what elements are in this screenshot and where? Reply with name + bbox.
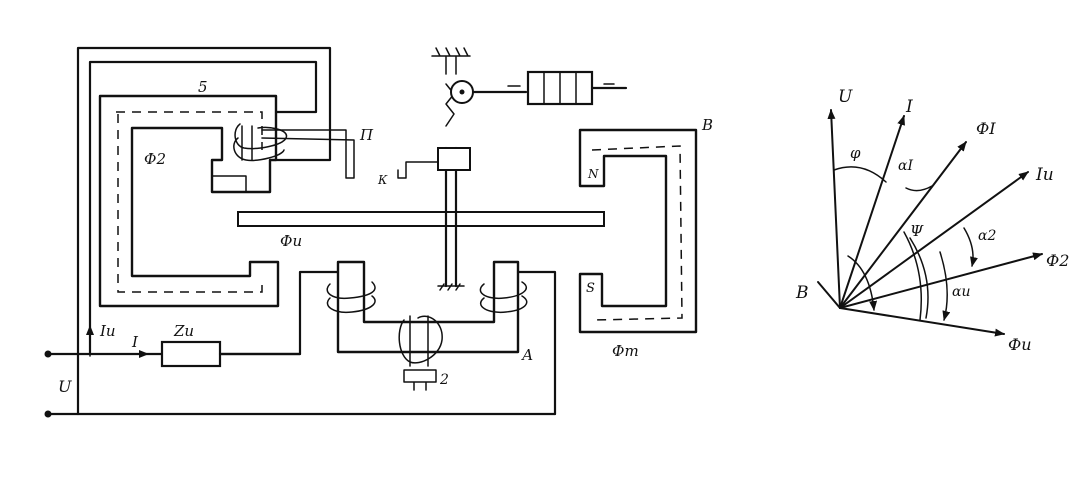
vector-b (817, 281, 841, 309)
arc-psi-2 (903, 231, 923, 321)
label-shunt-p: П (359, 126, 374, 144)
phasor-label-phi-2: Ф2 (1046, 251, 1069, 270)
arc-phi (833, 166, 887, 183)
shunt-plate (261, 129, 355, 179)
arc-alpha-u (939, 251, 951, 321)
phasor-label-phi-i: ФI (976, 119, 996, 138)
voltage-coil (233, 123, 288, 162)
label-flux-u: Фu (280, 232, 302, 250)
arc-psi (909, 237, 929, 319)
label-counter-k: К (377, 173, 388, 187)
supply-terminals (44, 345, 557, 418)
phasor-label-u: U (838, 87, 853, 107)
label-magnet-5: 5 (198, 78, 208, 96)
arc-b (847, 255, 878, 311)
series-lead (218, 270, 340, 356)
phasor-label-alpha-i: αI (898, 158, 913, 174)
circuit-diagram: U Iu I Zu 5 Ф2 Фu П К В N S А 2 Фm (44, 46, 713, 418)
phasor-diagram: U I ФI Iu Ф2 Фu В φ Ψ αI α2 αu (795, 87, 1069, 354)
voltage-winding-leads (76, 46, 332, 416)
phasor-label-i: I (905, 97, 913, 117)
electromagnet-5 (98, 94, 355, 308)
phasor-label-angle-phi: φ (850, 144, 861, 162)
label-magnet-b: В (701, 116, 713, 134)
phasor-label-i-u: Iu (1035, 165, 1054, 185)
phasor-label-angle-psi: Ψ (910, 222, 924, 240)
current-electromagnet-a (326, 260, 557, 416)
vector-phi-i (839, 141, 967, 309)
impedance-zu (160, 340, 222, 368)
label-pole-n: N (587, 167, 599, 181)
phasor-label-alpha-2: α2 (978, 228, 996, 244)
vector-phi-u (839, 307, 1005, 337)
label-current-i: I (131, 333, 139, 351)
counter-worm (437, 147, 471, 171)
arc-alpha-i (905, 185, 933, 192)
vector-u (827, 109, 841, 309)
label-flux-2: Ф2 (144, 150, 166, 168)
label-element-2: 2 (439, 372, 449, 388)
register-counter (507, 70, 628, 106)
label-flux-m: Фm (612, 342, 639, 360)
phasor-label-phi-u: Фu (1008, 335, 1032, 354)
element-2 (398, 315, 443, 391)
vector-i (839, 115, 905, 309)
phasor-label-alpha-u: αu (952, 284, 970, 300)
label-pole-s: S (586, 281, 595, 296)
label-impedance-zu: Zu (173, 322, 194, 340)
label-current-iu: Iu (99, 322, 116, 340)
permanent-magnet-b (578, 128, 698, 334)
label-magnet-a: А (521, 346, 533, 364)
vector-phi-2 (839, 252, 1043, 309)
label-voltage-u: U (58, 377, 72, 396)
rotor-disk (237, 211, 605, 227)
arc-alpha-2 (963, 227, 978, 267)
current-coil-left (326, 281, 376, 314)
phasor-label-b: В (795, 283, 809, 303)
current-coil-right (479, 281, 528, 314)
vector-i-u (839, 171, 1029, 309)
spindle-assembly (397, 47, 528, 291)
